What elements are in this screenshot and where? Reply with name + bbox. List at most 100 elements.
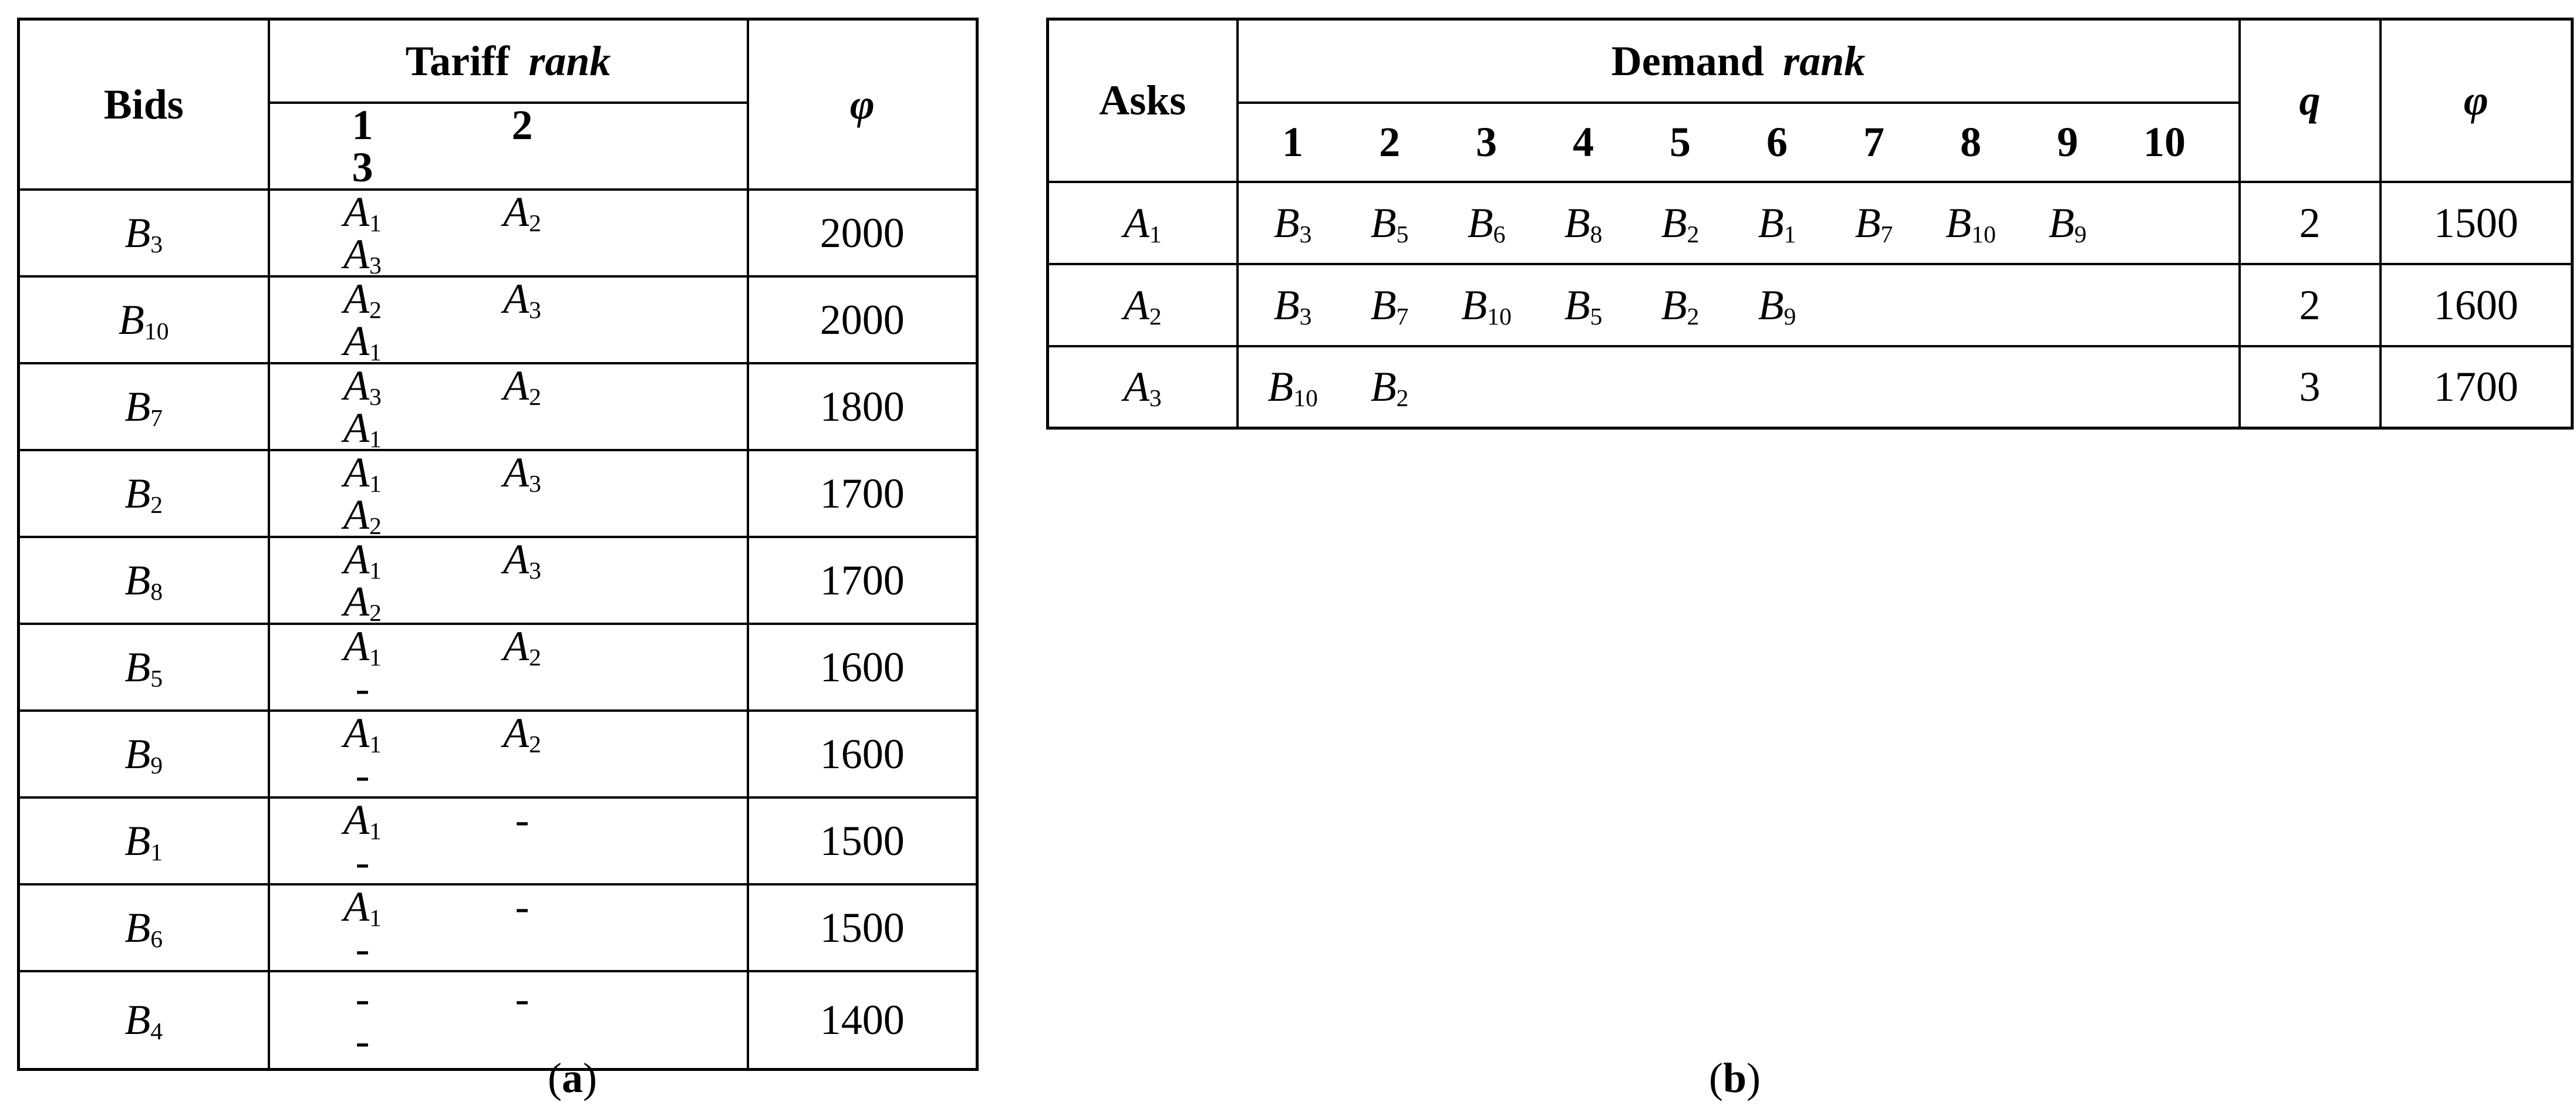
rank-entry-3: - — [283, 754, 443, 796]
rank-entry-1: A1 — [283, 796, 443, 844]
math-var: B — [124, 469, 151, 517]
demand-entry-9: B9 — [2019, 199, 2116, 247]
bid-cell: B2 — [17, 448, 270, 538]
rank-entry-1: A2 — [283, 278, 443, 323]
rank-entry-1: A1 — [283, 625, 443, 670]
rank-entry-2: A2 — [443, 709, 602, 757]
rank-entry-3: A2 — [283, 494, 443, 539]
q-cell: 3 — [2238, 344, 2382, 430]
math-subscript: 3 — [529, 557, 541, 584]
math-subscript: 2 — [1687, 221, 1700, 248]
math-subscript: 1 — [369, 470, 382, 498]
phi-cell: 1500 — [746, 883, 979, 972]
math-subscript: 7 — [150, 404, 163, 432]
math-subscript: 1 — [369, 209, 382, 237]
rank-entry-1: A1 — [283, 451, 443, 496]
rank-col-2: 2 — [511, 101, 533, 148]
ask-cell: A1 — [1046, 180, 1239, 265]
rank-entry-1: A1 — [283, 191, 443, 236]
math-var: B — [1946, 199, 1972, 246]
math-subscript: 3 — [1299, 221, 1312, 248]
math-var: B — [1564, 281, 1590, 329]
math-subscript: 1 — [369, 557, 382, 584]
math-subscript: 3 — [369, 383, 382, 411]
demand-entry-6: B1 — [1729, 202, 1826, 247]
math-var: B — [1564, 199, 1590, 246]
empty-dash: - — [515, 975, 530, 1023]
rank-label: rank — [1783, 37, 1866, 85]
rank-col-2: 2 — [1379, 119, 1400, 165]
math-subscript: 2 — [150, 491, 163, 519]
math-subscript: 7 — [1880, 221, 1893, 248]
math-var: B — [124, 643, 151, 691]
math-var: A — [1123, 199, 1149, 246]
math-subscript: 2 — [1149, 303, 1162, 330]
math-var: A — [343, 404, 370, 451]
empty-dash: - — [355, 1018, 370, 1065]
math-subscript: 10 — [1971, 221, 1996, 248]
math-subscript: 3 — [150, 231, 163, 258]
math-var: B — [1461, 281, 1488, 329]
demand-entry-5: B2 — [1632, 202, 1729, 247]
math-subscript: 2 — [529, 644, 541, 671]
bid-cell: B9 — [17, 709, 270, 799]
math-subscript: 1 — [1783, 221, 1796, 248]
math-var: A — [343, 230, 370, 278]
math-subscript: 1 — [1149, 221, 1162, 248]
math-var: A — [343, 317, 370, 364]
math-subscript: 1 — [369, 731, 382, 758]
rank-entry-2: A2 — [443, 364, 602, 410]
caption-a: (a) — [455, 1049, 690, 1107]
math-subscript: 2 — [369, 512, 382, 540]
empty-dash: - — [515, 796, 530, 843]
math-subscript: 3 — [1299, 303, 1312, 330]
demand-entry-1: B10 — [1245, 366, 1341, 411]
math-var: A — [503, 622, 530, 670]
rank-entry-2: - — [443, 978, 602, 1020]
phi-cell: 2000 — [746, 275, 979, 364]
q-cell: 2 — [2238, 180, 2382, 265]
math-subscript: 7 — [1396, 303, 1409, 330]
math-var: B — [124, 730, 151, 778]
math-var: A — [503, 709, 530, 756]
tariff-rank-cell: A1-- — [267, 883, 749, 972]
rank-entry-2: A3 — [443, 451, 602, 496]
math-subscript: 10 — [1487, 303, 1512, 330]
rank-col-9: 9 — [2057, 119, 2078, 165]
phi-cell: 1700 — [746, 448, 979, 538]
demand-entry-7: B7 — [1826, 202, 1923, 247]
math-var: A — [343, 796, 370, 843]
empty-dash: - — [515, 883, 530, 930]
demand-label: Demand — [1611, 37, 1764, 85]
rank-label: rank — [528, 37, 611, 85]
math-var: B — [2048, 199, 2075, 246]
demand-entry-4: B8 — [1535, 199, 1632, 247]
q-cell: 2 — [2238, 262, 2382, 347]
demand-entry-8: B10 — [1923, 199, 2019, 247]
rank-entry-1: - — [283, 978, 443, 1020]
caption-a-open: ( — [548, 1054, 562, 1101]
demand-entry-4: B5 — [1535, 281, 1632, 329]
phi-cell: 1400 — [746, 969, 979, 1071]
rank-col-7: 7 — [1863, 119, 1884, 165]
math-var: A — [1123, 281, 1149, 329]
math-var: B — [124, 904, 151, 951]
demand-entry-2: B7 — [1341, 284, 1438, 329]
demand-entry-5: B2 — [1632, 284, 1729, 329]
empty-dash: - — [355, 925, 370, 972]
rank-entry-2: A3 — [443, 278, 602, 323]
math-var: A — [343, 709, 370, 756]
math-var: A — [343, 361, 370, 409]
